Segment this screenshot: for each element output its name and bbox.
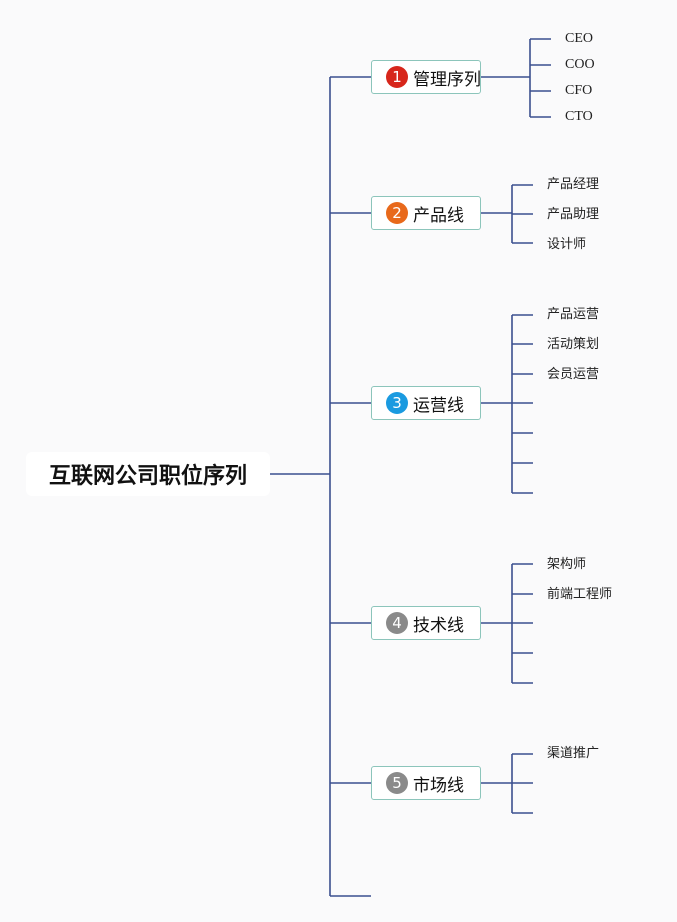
root-topic[interactable]: 互联网公司职位序列 xyxy=(26,452,270,496)
branch-operations[interactable]: 3 运营线 xyxy=(371,386,481,420)
branch-label: 产品线 xyxy=(413,205,464,226)
leaf-item[interactable]: 会员运营 xyxy=(547,367,600,382)
leaf-item[interactable]: 活动策划 xyxy=(547,337,600,352)
branch-product[interactable]: 2 产品线 xyxy=(371,196,481,230)
branch-label: 运营线 xyxy=(413,395,464,416)
branch-label: 技术线 xyxy=(413,615,464,636)
branch-marketing[interactable]: 5 市场线 xyxy=(371,766,481,800)
leaf-item[interactable]: 前端工程师 xyxy=(547,587,613,602)
branch-label: 市场线 xyxy=(413,775,464,796)
number-badge-4-icon: 4 xyxy=(386,612,408,634)
leaf-item[interactable]: COO xyxy=(565,57,595,72)
leaf-item[interactable]: 产品运营 xyxy=(547,307,600,322)
leaf-item[interactable]: CEO xyxy=(565,31,593,46)
leaf-item[interactable]: 产品助理 xyxy=(547,207,600,222)
number-badge-2-icon: 2 xyxy=(386,202,408,224)
number-badge-5-icon: 5 xyxy=(386,772,408,794)
leaf-item[interactable]: CTO xyxy=(565,109,593,124)
number-badge-1-icon: 1 xyxy=(386,66,408,88)
leaf-item[interactable]: 设计师 xyxy=(547,237,587,252)
number-badge-3-icon: 3 xyxy=(386,392,408,414)
leaf-item[interactable]: CFO xyxy=(565,83,593,98)
branch-label: 管理序列 xyxy=(413,69,481,90)
leaf-item[interactable]: 产品经理 xyxy=(547,177,600,192)
leaf-item[interactable]: 架构师 xyxy=(547,557,587,572)
branch-management[interactable]: 1 管理序列 xyxy=(371,60,481,94)
root-topic-label: 互联网公司职位序列 xyxy=(48,464,247,489)
leaf-item[interactable]: 渠道推广 xyxy=(547,746,600,761)
branch-technology[interactable]: 4 技术线 xyxy=(371,606,481,640)
